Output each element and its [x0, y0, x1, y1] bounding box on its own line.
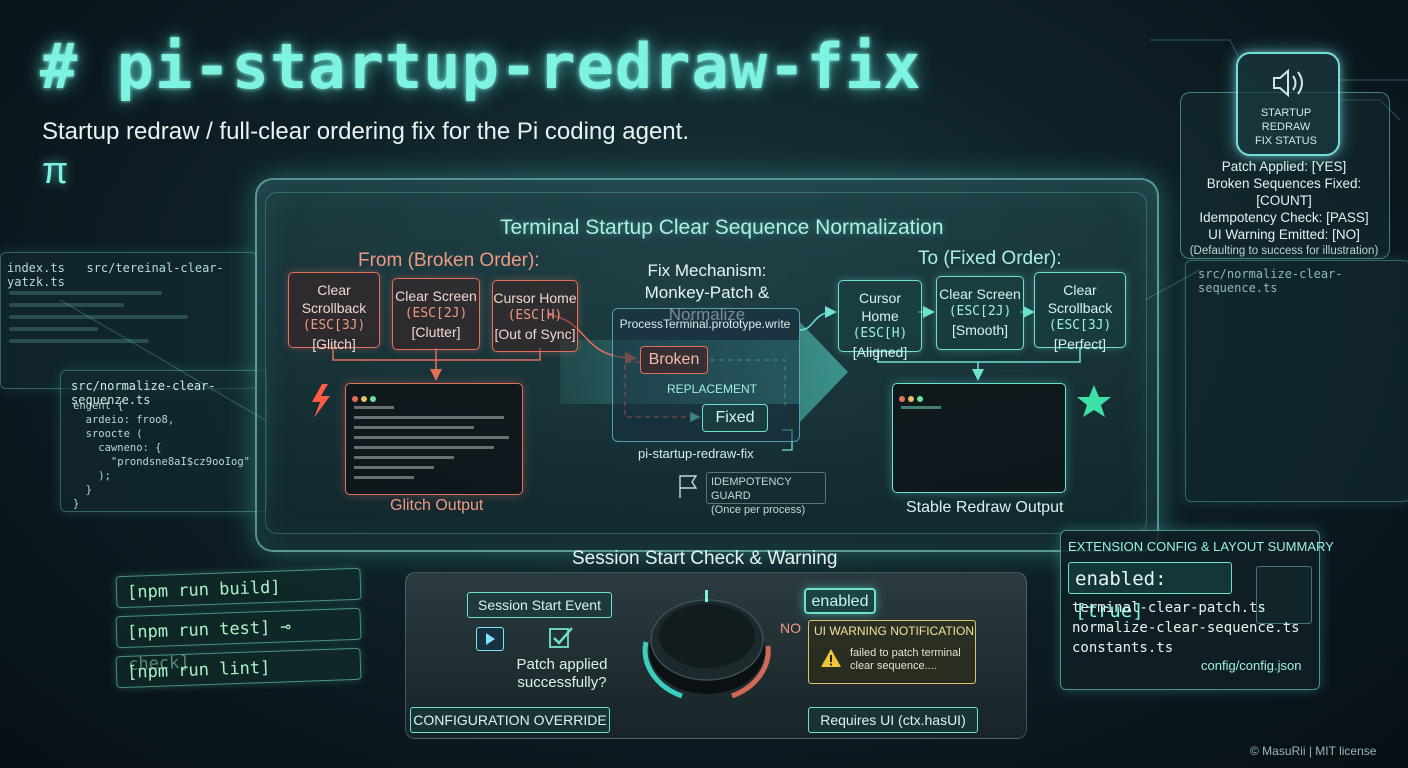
editor-code-lines: [1, 283, 256, 351]
step-name: Clear Scrollback: [301, 282, 367, 316]
broken-step-clear-screen: Clear Screen (ESC[2J) [Clutter]: [392, 278, 480, 350]
code-snippet: engent { ardeio: froo8, sroocte ( cawnen…: [73, 400, 251, 510]
status-idempotency: Idempotency Check: [PASS]: [1199, 210, 1369, 225]
session-start-event: Session Start Event: [467, 592, 612, 618]
status-broken-fixed: Broken Sequences Fixed: [COUNT]: [1206, 176, 1362, 208]
step-name: Cursor Home: [493, 290, 577, 306]
copyright-footer: © MasuRii | MIT license: [1250, 744, 1377, 758]
stable-text-line: [901, 406, 941, 409]
broken-step-cursor-home: Cursor Home (ESC[H) [Out of Sync]: [492, 280, 578, 352]
file-item[interactable]: normalize-clear-sequence.ts: [1072, 620, 1300, 636]
status-ui-warning: UI Warning Emitted: [NO]: [1208, 227, 1360, 242]
status-lines: Patch Applied: [YES] Broken Sequences Fi…: [1178, 158, 1390, 260]
enabled-toggle[interactable]: enabled: [804, 588, 876, 614]
right-file-name: src/normalize-clear-sequence.ts: [1198, 267, 1343, 295]
warning-icon: [820, 648, 842, 668]
no-branch-label: NO: [780, 620, 801, 636]
step-code: (ESC[2J): [948, 304, 1012, 319]
editor-tab-terminal-clear[interactable]: src/tereinal-clear-yatzk.ts: [7, 261, 224, 289]
session-check-title: Session Start Check & Warning: [572, 548, 838, 569]
to-fixed-order-label: To (Fixed Order):: [918, 248, 1062, 269]
step-name: Cursor Home: [858, 290, 901, 324]
checkbox-icon: [548, 625, 576, 649]
play-icon: [476, 627, 504, 651]
step-code: (ESC[H): [507, 308, 563, 323]
step-name: Clear Screen: [939, 286, 1021, 302]
ui-warning-notification: [808, 620, 976, 684]
patched-method-label: ProcessTerminal.prototype.write: [619, 317, 791, 331]
status-heading: STARTUP REDRAW FIX STATUS: [1255, 107, 1317, 147]
enabled-key: enabled:: [1075, 568, 1167, 590]
step-tag: [Perfect]: [1053, 336, 1107, 352]
file-item[interactable]: constants.ts: [1072, 640, 1174, 656]
diagram-board-inner: [265, 192, 1147, 534]
from-broken-order-label: From (Broken Order):: [358, 250, 540, 271]
step-name: Clear Scrollback: [1047, 282, 1113, 316]
fixed-step-cursor-home: Cursor Home (ESC[H) [Aligned]: [838, 280, 922, 360]
step-code: (ESC[3J): [1048, 318, 1112, 333]
replacement-label: REPLACEMENT: [666, 382, 758, 396]
fixed-node: Fixed: [702, 404, 768, 432]
stable-output-label: Stable Redraw Output: [906, 499, 1064, 516]
step-code: (ESC[3J): [302, 318, 366, 333]
window-controls: [899, 389, 926, 407]
step-tag: [Glitch]: [312, 336, 356, 352]
window-controls: [352, 389, 379, 407]
glitch-output-terminal: [345, 383, 523, 495]
broken-step-clear-scrollback: Clear Scrollback (ESC[3J) [Glitch]: [288, 272, 380, 352]
page-subtitle: Startup redraw / full-clear ordering fix…: [42, 118, 689, 145]
fixed-step-clear-screen: Clear Screen (ESC[2J) [Smooth]: [936, 276, 1024, 350]
step-code: (ESC[H): [852, 326, 908, 341]
stable-output-terminal: [892, 383, 1066, 493]
step-tag: [Out of Sync]: [494, 326, 576, 342]
glitch-output-label: Glitch Output: [390, 497, 484, 514]
pi-logo-icon: π: [42, 150, 69, 192]
configuration-override-label: CONFIGURATION OVERRIDE: [410, 707, 610, 733]
status-note: (Defaulting to success for illustration): [1189, 245, 1379, 257]
diagram-title: Terminal Startup Clear Sequence Normaliz…: [500, 216, 944, 239]
fixed-step-clear-scrollback: Clear Scrollback (ESC[3J) [Perfect]: [1034, 272, 1126, 352]
code-file-name: src/normalize-clear-sequenze.ts: [71, 379, 216, 407]
enabled-value: [true]: [1075, 600, 1144, 622]
extension-name-label: pi-startup-redraw-fix: [638, 446, 754, 461]
step-code: (ESC[2J): [404, 306, 468, 321]
enabled-setting[interactable]: enabled: [true]: [1068, 562, 1232, 622]
editor-tabs: index.ts src/tereinal-clear-yatzk.ts: [7, 261, 256, 289]
config-path: config/config.json: [1201, 658, 1302, 673]
warning-message: failed to patch terminal clear sequence.…: [850, 647, 961, 672]
editor-tab-index[interactable]: index.ts: [7, 261, 65, 275]
warning-title: UI WARNING NOTIFICATION: [814, 624, 974, 638]
step-name: Clear Screen: [395, 288, 477, 304]
control-knob[interactable]: [632, 584, 782, 704]
config-panel-title: EXTENSION CONFIG & LAYOUT SUMMARY: [1068, 539, 1334, 554]
step-tag: [Smooth]: [951, 322, 1009, 338]
page-title: # pi-startup-redraw-fix: [40, 30, 922, 103]
requires-ui-label: Requires UI (ctx.hasUI): [808, 707, 978, 733]
right-editor-panel: src/normalize-clear-sequence.ts: [1185, 260, 1408, 502]
status-card: [1236, 52, 1340, 156]
speaker-icon: [1273, 68, 1303, 98]
config-file-list: terminal-clear-patch.ts normalize-clear-…: [1072, 598, 1300, 658]
idempotency-guard-badge: IDEMPOTENCY GUARD (Once per process): [706, 472, 826, 516]
code-editor-panel: src/normalize-clear-sequenze.ts engent {…: [60, 370, 267, 512]
broken-node: Broken: [640, 346, 708, 374]
file-item[interactable]: terminal-clear-patch.ts: [1072, 600, 1266, 616]
step-tag: [Aligned]: [852, 344, 908, 360]
status-patch-applied: Patch Applied: [YES]: [1221, 159, 1347, 174]
config-preview-thumbnail: [1256, 566, 1312, 624]
step-tag: [Clutter]: [411, 324, 461, 340]
fix-mechanism-title: Fix Mechanism: Monkey-Patch & Normalize: [644, 261, 770, 324]
patch-applied-question: Patch applied successfully?: [516, 656, 608, 691]
